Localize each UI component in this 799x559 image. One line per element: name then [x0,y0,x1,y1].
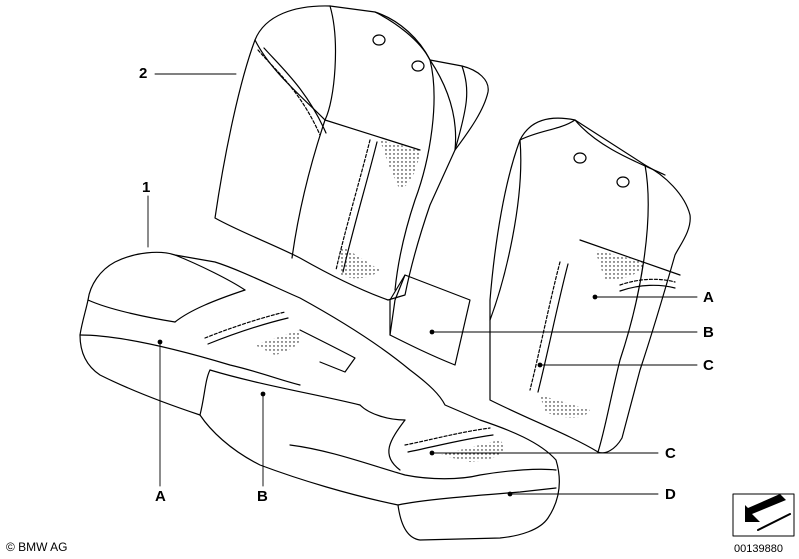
center-section [389,274,471,366]
callout-dots [157,294,598,497]
callout-lower-c: C [665,445,676,462]
label-seat-cushion: 1 [142,179,151,196]
callout-bottom-a: A [155,488,166,505]
right-backrest [489,117,691,454]
seat-cushion [79,251,560,541]
label-backrest: 2 [139,65,148,82]
diagram-number: 00139880 [734,543,783,555]
callout-bottom-b: B [257,488,268,505]
callout-right-c: C [703,357,714,374]
leader-lines [147,73,698,495]
left-backrest [214,5,489,301]
callout-lower-d: D [665,486,676,503]
callout-right-b: B [703,324,714,341]
callout-right-a: A [703,289,714,306]
copyright-text: © BMW AG [6,540,68,554]
arrow-icon [732,493,795,537]
